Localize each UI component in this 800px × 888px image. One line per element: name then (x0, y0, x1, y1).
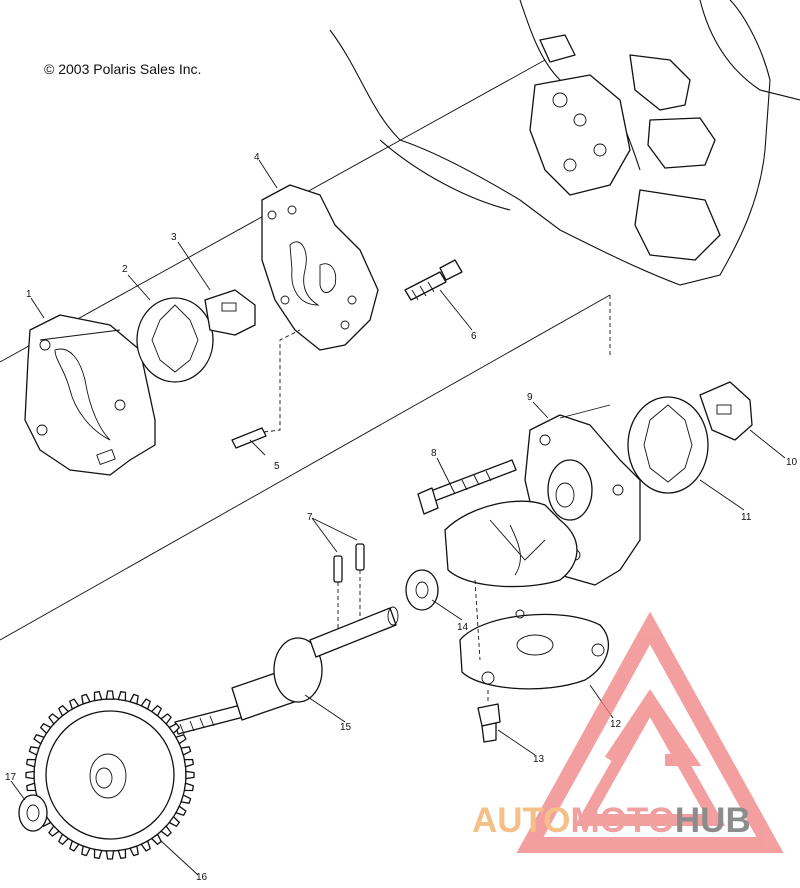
gear-tooth (69, 840, 80, 852)
callout-2: 2 (122, 264, 128, 275)
part-2-outer-rotor (136, 297, 214, 383)
gear-tooth (160, 713, 172, 725)
copyright-notice: © 2003 Polaris Sales Inc. (44, 61, 202, 77)
gear-tooth (93, 691, 103, 702)
part-6-bolt (404, 259, 463, 301)
callout-16: 16 (196, 872, 208, 883)
gear-tooth (168, 723, 180, 734)
callout-8: 8 (431, 448, 437, 459)
part-5-dowel-pin (231, 329, 301, 449)
gear-tooth (140, 840, 151, 852)
callout-11: 11 (741, 512, 752, 523)
part-7-pins (311, 517, 365, 632)
watermark-auto: AUTO (472, 801, 571, 840)
leader-lines (10, 159, 786, 876)
gear-tooth (185, 770, 195, 780)
gear-tooth (180, 794, 192, 804)
callout-6: 6 (471, 331, 477, 342)
part-14-washer (405, 569, 439, 611)
watermark-hub: HUB (675, 801, 751, 840)
gear-tooth (48, 713, 60, 725)
gear-tooth (69, 698, 80, 710)
callout-5: 5 (274, 461, 280, 472)
gear-tooth (180, 746, 192, 756)
gear-tooth (151, 705, 162, 717)
gear-tooth (168, 816, 180, 827)
callout-1: 1 (26, 289, 32, 300)
callout-15: 15 (340, 722, 352, 733)
gear-tooth (58, 833, 69, 845)
callout-10: 10 (786, 457, 798, 468)
assembly-axis-lower (0, 294, 611, 641)
part-17-washer (18, 794, 48, 832)
part-12-screen-plate (459, 579, 609, 690)
gear-tooth (93, 848, 103, 859)
part-11-outer-rotor (627, 396, 709, 494)
part-1-pump-housing (24, 314, 156, 476)
callout-14: 14 (457, 622, 469, 633)
callout-17: 17 (5, 772, 17, 783)
svg-text:AUTOMOTOHUB: AUTOMOTOHUB (472, 801, 751, 840)
gear-tooth (183, 758, 194, 768)
gear-tooth (160, 825, 172, 837)
gear-tooth (105, 690, 115, 700)
callout-13: 13 (533, 754, 545, 765)
gear-tooth (105, 850, 115, 860)
gear-tooth (58, 705, 69, 717)
callout-9: 9 (527, 392, 533, 403)
strainer-housing (444, 500, 578, 588)
gear-tooth (129, 693, 139, 705)
part-13-screw (477, 690, 501, 743)
gear-tooth (26, 782, 37, 792)
gear-tooth (117, 848, 127, 859)
gear-tooth (175, 734, 187, 745)
gear-tooth (183, 782, 194, 792)
gear-tooth (48, 825, 60, 837)
callout-numbers: 1 2 3 4 5 6 7 8 9 10 11 12 13 14 15 16 1… (5, 152, 798, 883)
gear-tooth (140, 698, 151, 710)
part-15-shaft (174, 606, 399, 735)
gear-tooth (26, 758, 37, 768)
callout-4: 4 (254, 152, 260, 163)
part-3-inner-rotor (204, 289, 256, 336)
gear-tooth (81, 693, 91, 705)
part-16-gear (25, 690, 195, 860)
callout-3: 3 (171, 232, 177, 243)
part-8-bolt (417, 459, 517, 515)
callout-7: 7 (307, 512, 313, 523)
watermark-text: AUTOMOTOHUB (472, 801, 751, 840)
gear-tooth (40, 723, 52, 734)
gear-tooth (129, 845, 139, 857)
watermark-moto: MOTO (571, 801, 675, 840)
gear-tooth (81, 845, 91, 857)
gear-tooth (25, 770, 35, 780)
engine-case (329, 0, 800, 286)
gear-tooth (175, 805, 187, 816)
watermark-logo (516, 611, 784, 853)
part-10-inner-rotor (699, 381, 753, 441)
part-4-pump-plate (261, 184, 379, 351)
gear-tooth (33, 734, 45, 745)
callout-12: 12 (610, 719, 622, 730)
gear-tooth (28, 746, 40, 756)
gear-tooth (117, 691, 127, 702)
gear-tooth (151, 833, 162, 845)
